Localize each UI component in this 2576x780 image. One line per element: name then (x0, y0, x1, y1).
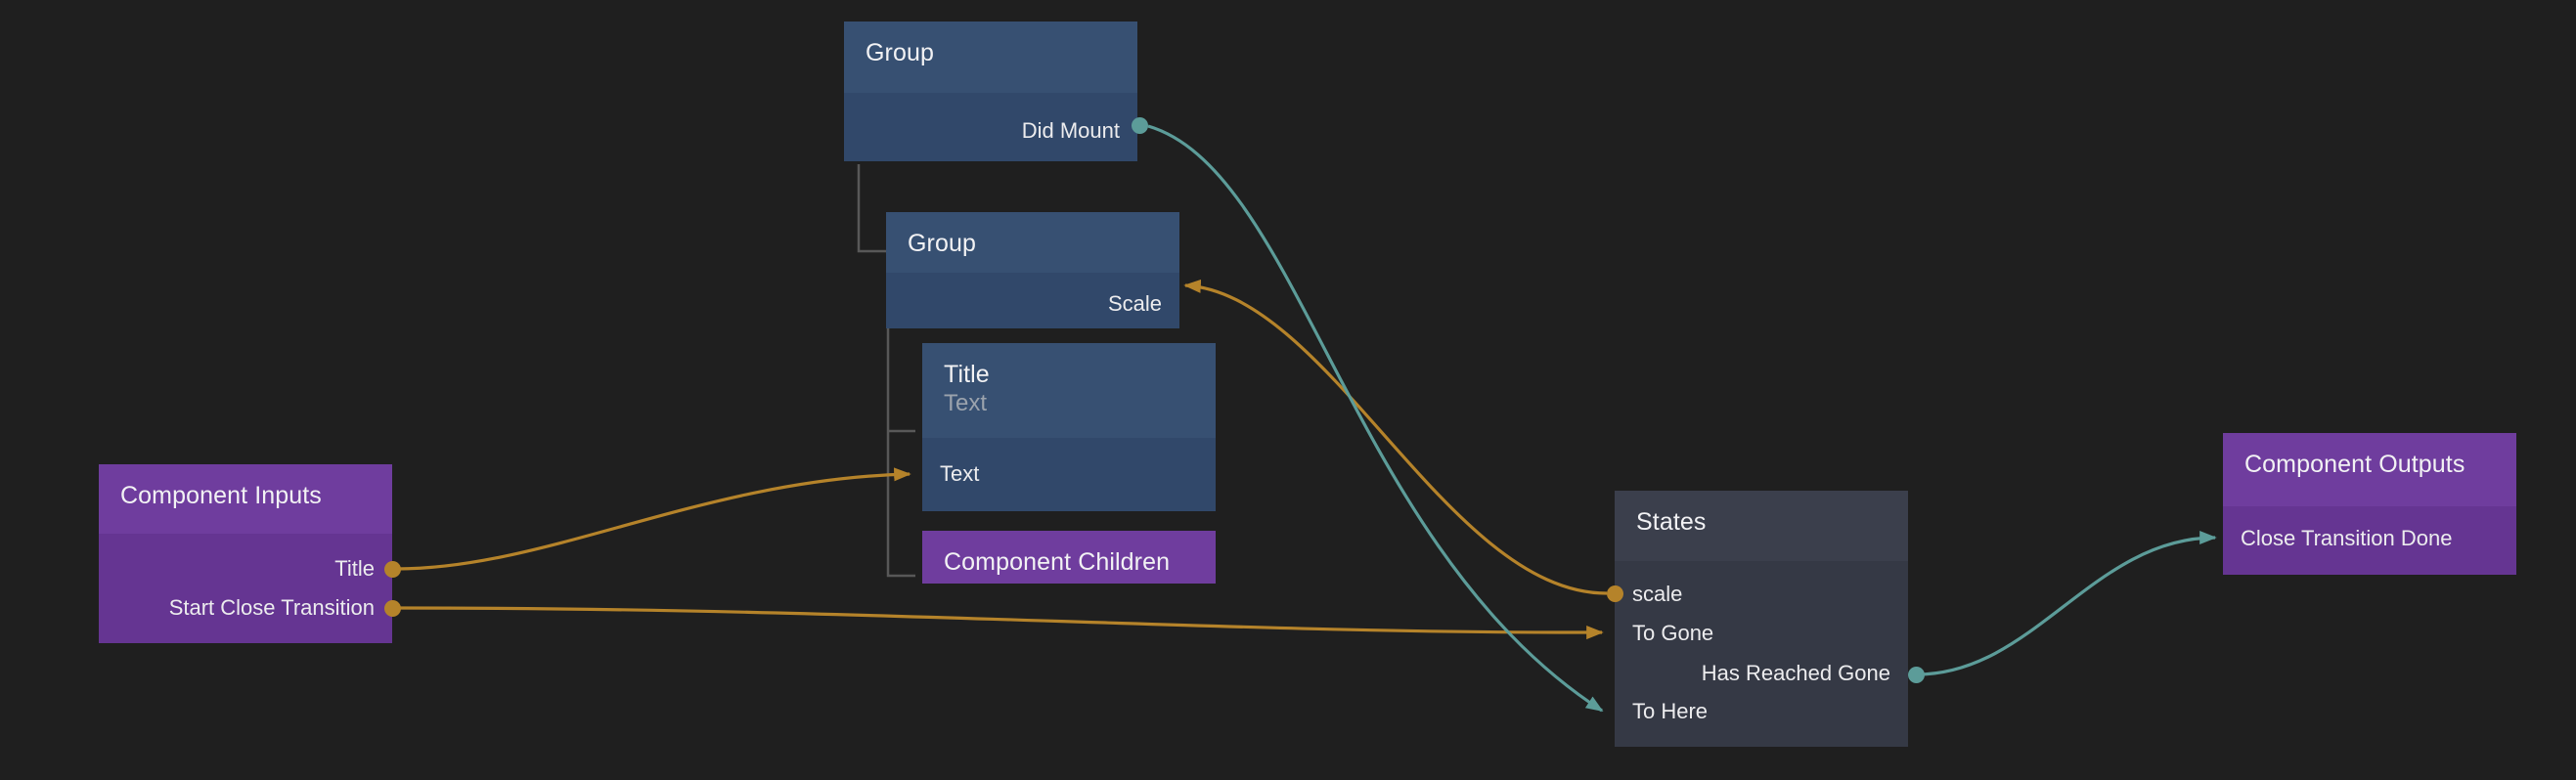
node-title: Group (908, 230, 976, 257)
port-row-title[interactable]: Title (99, 558, 392, 580)
node-title: Group (866, 39, 934, 66)
node-group-2[interactable]: Group Scale (886, 212, 1179, 328)
port-label: Text (940, 461, 980, 486)
node-body: Did Mount (844, 93, 1137, 161)
edge-title-to-text (396, 467, 911, 571)
port-row-text[interactable]: Text (922, 463, 1216, 485)
port-dot-start-close-transition-out[interactable] (384, 600, 401, 617)
node-header: Group (886, 212, 1179, 273)
port-label: Close Transition Done (2241, 526, 2453, 550)
port-dot-scale-in[interactable] (1607, 585, 1623, 602)
edge-start-close-to-to-gone (396, 606, 1604, 640)
node-group-1[interactable]: Group Did Mount (844, 22, 1137, 161)
node-body: Text (922, 438, 1216, 511)
node-header: States (1615, 491, 1908, 561)
node-title: Component Children (944, 548, 1171, 576)
port-label: scale (1632, 582, 1683, 606)
port-row-did-mount[interactable]: Did Mount (844, 120, 1137, 142)
port-label: Scale (1107, 291, 1162, 316)
edge-scale-to-group-scale (1183, 279, 1608, 595)
node-body: Scale (886, 273, 1179, 328)
port-row-has-reached-gone[interactable]: Has Reached Gone (1615, 663, 1908, 684)
node-header: Component Inputs (99, 464, 392, 534)
node-header: Component Outputs (2223, 433, 2516, 506)
port-row-close-transition-done[interactable]: Close Transition Done (2223, 528, 2516, 549)
edge-did-mount-to-to-here (1147, 124, 1604, 713)
node-title: Title (944, 361, 990, 388)
edge-has-reached-gone-to-close-done (1916, 530, 2217, 676)
node-body: Title Start Close Transition (99, 534, 392, 643)
port-row-scale-state[interactable]: scale (1615, 584, 1908, 605)
port-label: Did Mount (1021, 118, 1120, 143)
node-subtitle: Text (944, 390, 988, 416)
node-body: Close Transition Done (2223, 506, 2516, 575)
port-row-to-here[interactable]: To Here (1615, 701, 1908, 722)
node-title: Component Outputs (2244, 451, 2465, 478)
port-dot-has-reached-gone[interactable] (1908, 667, 1925, 683)
port-row-to-gone[interactable]: To Gone (1615, 623, 1908, 644)
node-title: States (1636, 508, 1707, 536)
node-component-outputs[interactable]: Component Outputs Close Transition Done (2223, 433, 2516, 575)
node-body: scale To Gone Has Reached Gone To Here (1615, 561, 1908, 747)
node-header: Title Text (922, 343, 1216, 438)
node-states[interactable]: States scale To Gone Has Reached Gone To… (1615, 491, 1908, 747)
port-row-start-close-transition[interactable]: Start Close Transition (99, 597, 392, 619)
node-title-component[interactable]: Title Text Text (922, 343, 1216, 511)
port-label: To Here (1632, 699, 1709, 723)
port-dot-did-mount[interactable] (1132, 117, 1148, 134)
node-component-inputs[interactable]: Component Inputs Title Start Close Trans… (99, 464, 392, 643)
port-row-scale[interactable]: Scale (886, 293, 1179, 315)
port-label: To Gone (1632, 621, 1714, 645)
port-label: Title (334, 556, 375, 581)
port-label: Has Reached Gone (1701, 661, 1890, 685)
port-dot-title-out[interactable] (384, 561, 401, 578)
node-component-children[interactable]: Component Children (922, 531, 1216, 584)
port-label: Start Close Transition (168, 595, 375, 620)
node-header: Group (844, 22, 1137, 93)
node-header: Component Children (922, 531, 1216, 584)
node-title: Component Inputs (120, 482, 322, 509)
